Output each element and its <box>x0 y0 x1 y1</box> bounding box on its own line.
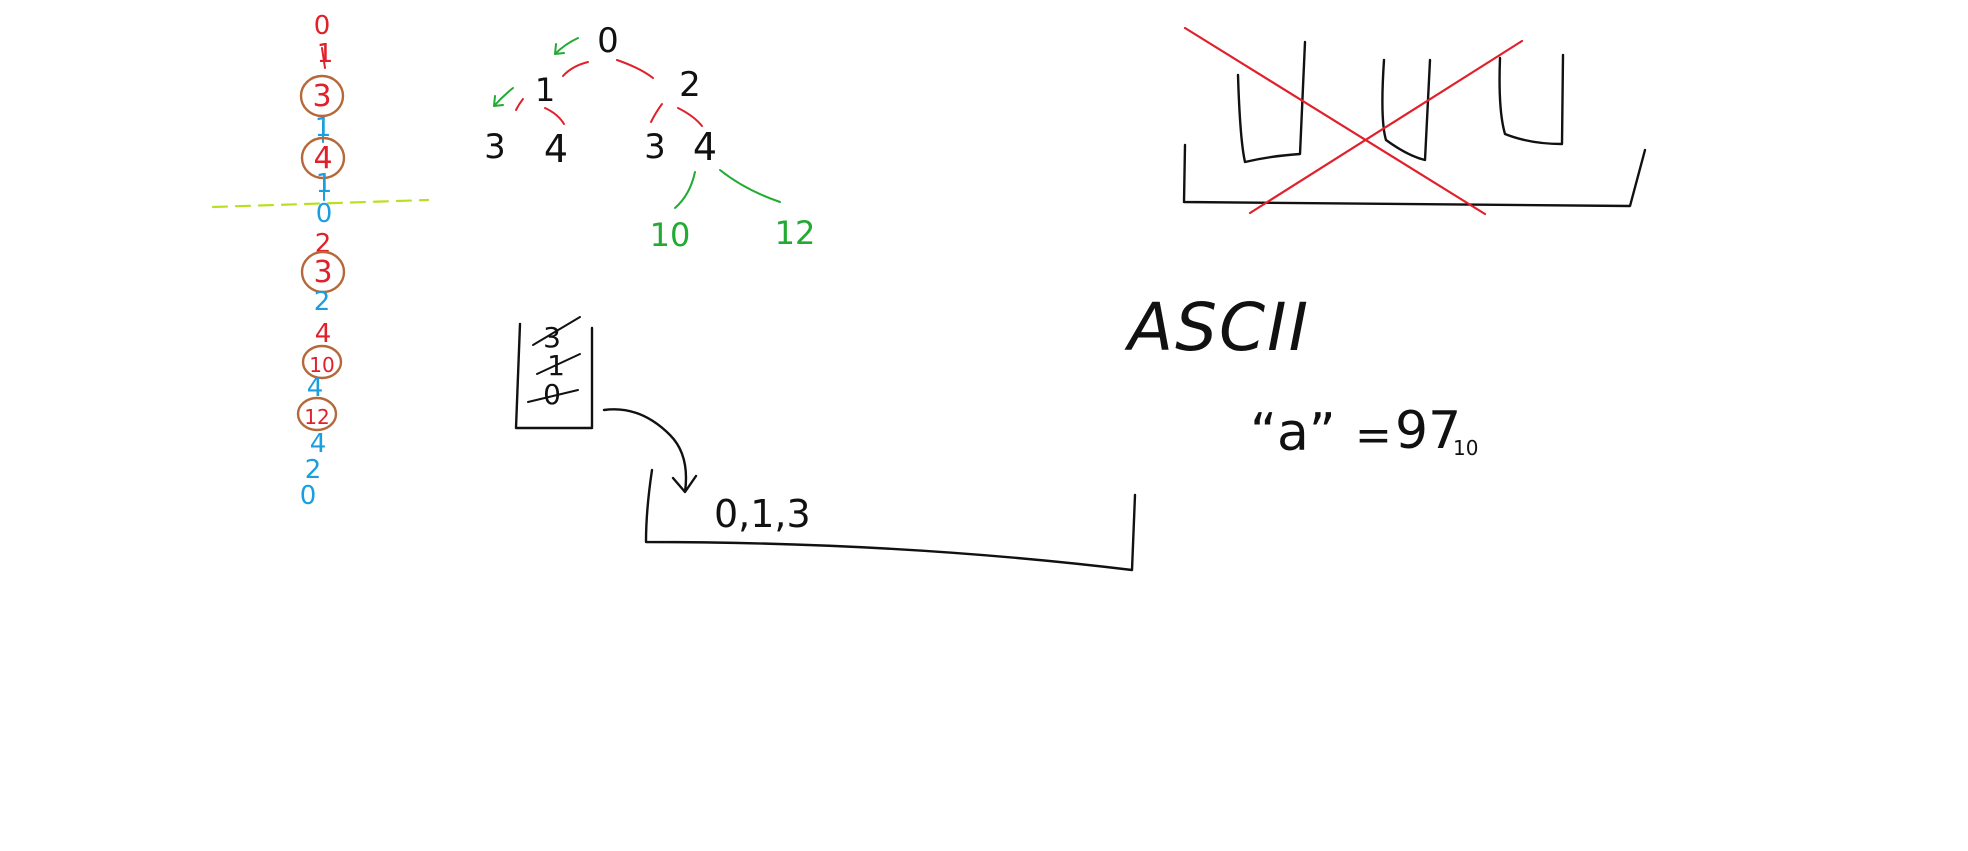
bucket-outline <box>1498 53 1565 146</box>
container-outline <box>1182 143 1647 208</box>
traversal-arrow-icon <box>554 37 579 55</box>
ascii-base: 10 <box>1453 436 1478 460</box>
ascii-value: 97 <box>1395 401 1461 461</box>
circled-marker <box>300 136 346 180</box>
tree-node: 2 <box>679 65 701 105</box>
curved-arrow-icon <box>602 408 698 494</box>
tree-node: 3 <box>644 127 666 167</box>
trace-item: 0 <box>300 481 317 511</box>
search-tree: 0 1 2 3 4 3 4 10 12 <box>484 21 815 254</box>
trace-item: 4 <box>307 373 324 403</box>
circled-marker <box>296 396 338 432</box>
tree-node: 12 <box>775 214 816 252</box>
stack-item: 3 <box>543 321 561 354</box>
stack-item: 0 <box>543 378 561 411</box>
output-container-outline <box>644 468 1137 572</box>
trace-connector <box>321 47 326 69</box>
trace-item: 2 <box>314 287 331 317</box>
tree-node: 10 <box>650 216 691 254</box>
trace-item: 1 <box>316 169 333 199</box>
cross-out-line <box>1248 39 1524 215</box>
ascii-equals: = <box>1355 410 1392 461</box>
trace-item: 3 <box>312 79 331 114</box>
trace-item: 0 <box>316 199 333 229</box>
tree-edge <box>544 107 565 125</box>
cross-out-line <box>1183 26 1487 216</box>
divider-dashed-line <box>211 198 430 209</box>
tree-node: 4 <box>693 125 717 169</box>
strike-line <box>527 389 579 403</box>
trace-item: 1 <box>315 113 332 143</box>
tree-edge <box>677 107 703 127</box>
trace-item: 4 <box>310 429 327 459</box>
trace-item: 4 <box>313 141 332 176</box>
ascii-heading: ASCII <box>1124 289 1310 366</box>
circled-marker <box>299 74 345 118</box>
trace-item: 2 <box>305 455 322 485</box>
trace-item: 3 <box>313 255 332 290</box>
bucket-outline <box>1236 40 1307 164</box>
tree-node: 4 <box>544 127 568 171</box>
tree-edge <box>616 59 654 79</box>
circled-marker <box>301 344 343 380</box>
strike-line <box>532 316 581 346</box>
tree-edge <box>719 169 781 203</box>
tree-node: 3 <box>484 127 506 167</box>
ascii-char: “a” <box>1250 403 1336 463</box>
trace-item: 4 <box>315 319 332 349</box>
traversal-arrow-icon <box>493 87 514 107</box>
trace-item: 1 <box>317 39 334 69</box>
ascii-note: ASCII “a” = 97 10 <box>1124 289 1478 463</box>
stack-diagram: 3 1 0 0,1,3 <box>514 316 1137 572</box>
crossed-out-buckets <box>1182 26 1647 216</box>
tree-node: 1 <box>535 71 555 109</box>
stack-outline <box>514 322 594 430</box>
tree-node-root: 0 <box>597 21 619 61</box>
strike-line <box>536 353 581 375</box>
circled-marker <box>300 250 346 294</box>
output-sequence: 0,1,3 <box>714 492 811 536</box>
tree-edge <box>515 98 524 111</box>
trace-item: 12 <box>304 405 329 429</box>
trace-item: 0 <box>314 11 331 41</box>
trace-item: 10 <box>309 353 334 377</box>
tree-edge <box>650 103 663 123</box>
tree-edge <box>562 61 589 77</box>
tree-edge <box>674 171 696 209</box>
bucket-outline <box>1381 58 1432 162</box>
